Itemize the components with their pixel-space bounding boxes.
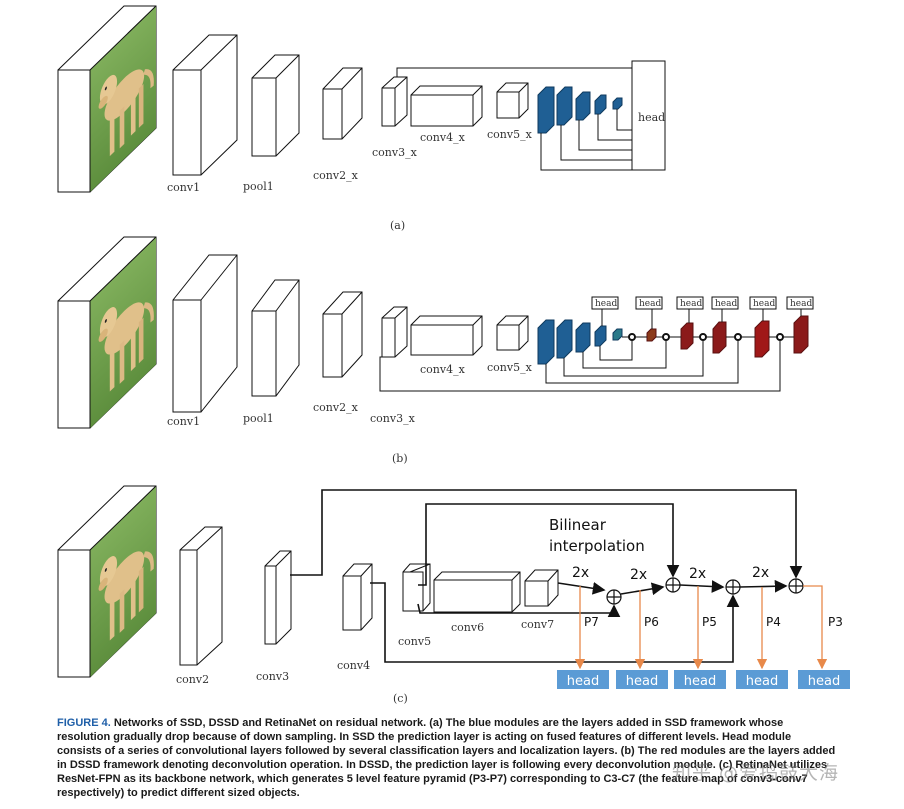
pyramid-p7: P7: [584, 615, 599, 629]
conv4-block-c: [342, 563, 373, 631]
caption-text: Networks of SSD, DSSD and RetinaNet on r…: [57, 717, 836, 799]
label-conv1-a: conv1: [167, 181, 200, 194]
head-c-5: head: [808, 674, 840, 689]
head-b-1: head: [595, 299, 617, 309]
label-conv5-b: conv5_x: [487, 361, 533, 374]
label-conv5-c: conv5: [398, 635, 431, 648]
pyramid-p3: P3: [828, 615, 843, 629]
input-image-b: [57, 237, 156, 428]
upsample-4: 2x: [752, 565, 769, 581]
head-boxes-b: head head head head head head: [591, 296, 814, 310]
panel-c: head head head head head Bilinear interp…: [57, 486, 850, 705]
input-image-c: [57, 486, 156, 677]
conv4-block-a: [410, 85, 483, 127]
label-conv2-a: conv2_x: [313, 169, 359, 182]
ssd-modules: [537, 86, 623, 134]
label-conv2-c: conv2: [176, 673, 209, 686]
conv1-block-a: [172, 34, 238, 176]
connections-b: [379, 309, 802, 392]
label-conv4-b: conv4_x: [420, 363, 466, 376]
conv3-block-c: [264, 550, 292, 645]
conv3-block-b: [381, 306, 408, 358]
label-conv2-b: conv2_x: [313, 401, 359, 414]
head-b-5: head: [753, 299, 775, 309]
bilinear-label-1: Bilinear: [549, 516, 607, 534]
head-b-6: head: [790, 299, 812, 309]
ssd-modules-b: [537, 319, 623, 365]
label-conv7-c: conv7: [521, 618, 554, 631]
conv3-block-a: [381, 76, 408, 127]
input-image-a: [57, 6, 156, 192]
upsample-3: 2x: [689, 566, 706, 582]
label-pool1-a: pool1: [243, 180, 274, 193]
pyramid-p5: P5: [702, 615, 717, 629]
panel-b: head head head head head head conv1 pool…: [57, 237, 814, 465]
label-conv6-c: conv6: [451, 621, 484, 634]
pyramid-arrows: [574, 585, 828, 670]
label-conv1-b: conv1: [167, 415, 200, 428]
head-label-a: head: [638, 111, 665, 124]
panel-a: head conv1 pool1 conv2_x conv3_x conv4_x…: [57, 6, 666, 232]
panel-label-b: (b): [392, 452, 408, 465]
conv5-block-a: [496, 82, 529, 119]
head-c-1: head: [567, 674, 599, 689]
bilinear-label-2: interpolation: [549, 537, 645, 555]
label-conv3-b: conv3_x: [370, 412, 416, 425]
head-box-a: [631, 60, 666, 171]
conv2-block-a: [322, 67, 363, 140]
head-b-3: head: [680, 299, 702, 309]
pool1-block-b: [251, 279, 300, 397]
head-b-4: head: [715, 299, 737, 309]
label-conv4-c: conv4: [337, 659, 370, 672]
watermark: 知乎 @爱捣鼓大海: [672, 762, 840, 784]
figure-number: FIGURE 4.: [57, 717, 111, 729]
label-conv3-a: conv3_x: [372, 146, 418, 159]
head-c-4: head: [746, 674, 778, 689]
head-c-3: head: [684, 674, 716, 689]
conv7-block-c: [524, 569, 559, 607]
panel-label-c: (c): [393, 692, 408, 705]
upsample-1: 2x: [572, 565, 589, 581]
figure-caption: FIGURE 4. Networks of SSD, DSSD and Reti…: [57, 716, 837, 800]
conv6-block-c: [433, 571, 521, 613]
dssd-modules: [646, 315, 809, 358]
pool1-block-a: [251, 54, 300, 157]
head-b-2: head: [639, 299, 661, 309]
pyramid-p6: P6: [644, 615, 659, 629]
connections-a: [396, 67, 632, 171]
head-c-2: head: [626, 674, 658, 689]
pyramid-p4: P4: [766, 615, 781, 629]
conv1-block-b: [172, 254, 238, 413]
conv2-block-c: [179, 526, 223, 666]
conv5-block-b: [496, 315, 529, 351]
conv4-block-b: [410, 315, 483, 356]
head-boxes-c: head head head head head: [557, 670, 850, 689]
label-conv3-c: conv3: [256, 670, 289, 683]
connections-c: [290, 489, 803, 663]
panel-label-a: (a): [390, 219, 405, 232]
label-conv5-a: conv5_x: [487, 128, 533, 141]
conv2-block-b: [322, 291, 363, 378]
label-conv4-a: conv4_x: [420, 131, 466, 144]
label-pool1-b: pool1: [243, 412, 274, 425]
sum-nodes-c: [606, 577, 804, 605]
upsample-2: 2x: [630, 567, 647, 583]
